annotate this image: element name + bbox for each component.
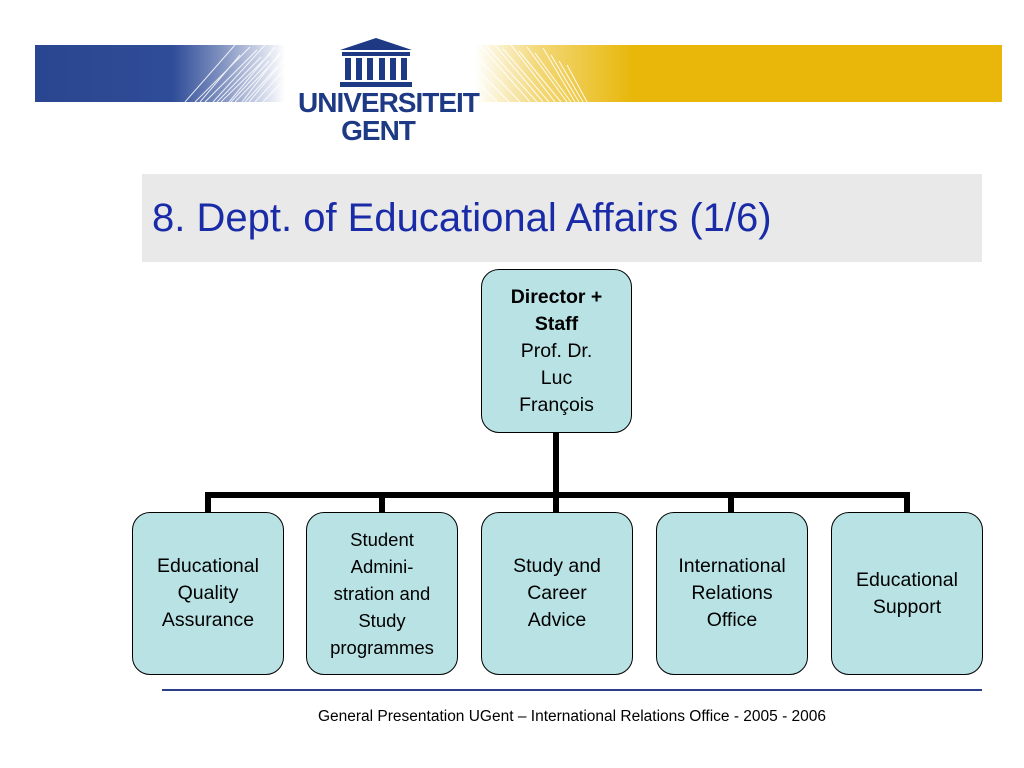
connector-unit-4 <box>728 492 734 513</box>
unit-line: programmes <box>330 637 434 658</box>
connector-unit-2 <box>379 492 385 513</box>
org-node-study-career-advice: Study and Career Advice <box>481 512 633 675</box>
org-node-educational-support: Educational Support <box>831 512 983 675</box>
unit-line: Support <box>872 595 942 618</box>
org-node-director: Director + Staff Prof. Dr. Luc François <box>481 269 632 433</box>
logo-text-gent: GENT <box>341 115 416 146</box>
connector-unit-1 <box>205 492 211 513</box>
unit-line: Study <box>358 610 406 631</box>
header-banner-left <box>35 45 285 102</box>
footer-divider <box>162 689 982 691</box>
org-node-student-administration: Student Admini- stration and Study progr… <box>306 512 458 675</box>
connector-unit-3 <box>553 492 559 513</box>
unit-line: Advice <box>527 609 587 631</box>
unit-line: Educational <box>856 568 958 591</box>
unit-line: Admini- <box>350 556 414 577</box>
unit-line: Study and <box>513 555 601 577</box>
university-building-icon <box>340 38 412 87</box>
slide-title: 8. Dept. of Educational Affairs (1/6) <box>152 196 772 240</box>
connector-director-down <box>553 433 559 495</box>
unit-line: Educational <box>157 555 259 577</box>
grass-pattern-icon <box>475 45 588 102</box>
unit-line: Assurance <box>161 609 255 631</box>
footer-text: General Presentation UGent – Internation… <box>317 708 827 725</box>
connector-unit-5 <box>904 492 910 513</box>
university-logo: UNIVERSITEIT GENT <box>298 36 480 151</box>
director-name-line1: Prof. Dr. <box>520 339 593 362</box>
unit-line: Quality <box>177 582 239 604</box>
unit-line: Student <box>350 529 414 550</box>
org-node-educational-quality-assurance: Educational Quality Assurance <box>132 512 284 675</box>
logo-text-universiteit: UNIVERSITEIT <box>298 87 480 118</box>
unit-line: International <box>678 555 786 577</box>
unit-line: Office <box>706 609 758 631</box>
unit-line: Career <box>527 582 587 604</box>
director-name-line2: Luc <box>540 366 573 389</box>
org-node-international-relations-office: International Relations Office <box>656 512 808 675</box>
title-bar: 8. Dept. of Educational Affairs (1/6) <box>142 174 982 262</box>
grass-pattern-icon <box>184 45 285 102</box>
director-name-line3: François <box>519 393 594 416</box>
header-banner-right <box>475 45 1002 102</box>
director-heading-line1: Director + <box>510 285 603 308</box>
unit-line: stration and <box>333 583 431 604</box>
director-heading-line2: Staff <box>534 312 579 335</box>
unit-line: Relations <box>691 582 773 604</box>
